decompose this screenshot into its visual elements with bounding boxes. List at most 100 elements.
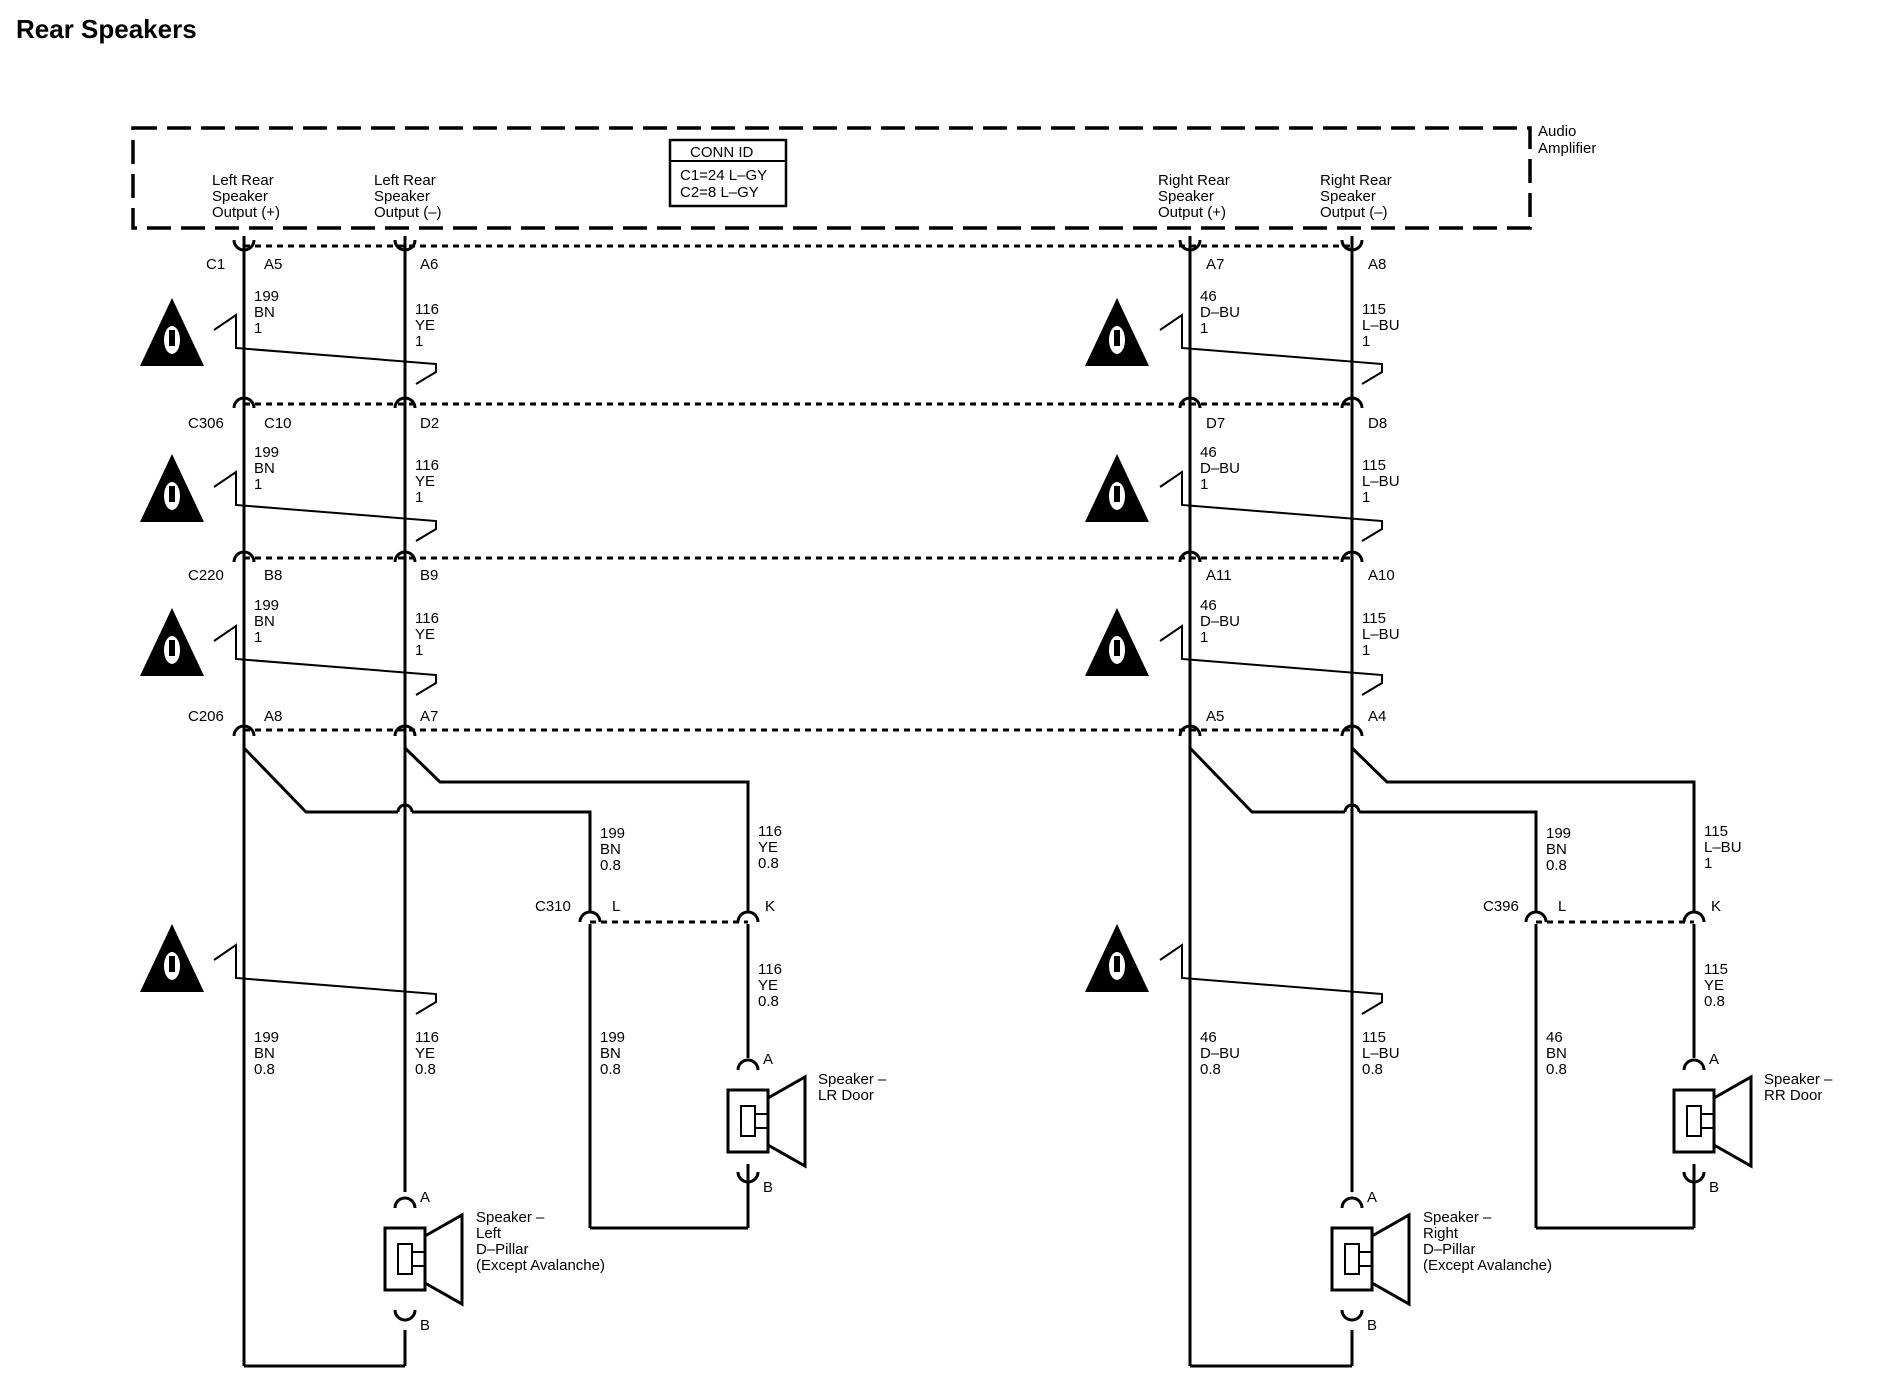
w199-c310-a: 199 xyxy=(600,1029,625,1046)
w116-3-c: 1 xyxy=(415,642,423,659)
w116-3-a: 116 xyxy=(415,610,439,627)
w199-br-b: BN xyxy=(600,841,621,858)
rr-pos-output-label: Right Rear Speaker Output (+) xyxy=(1158,172,1230,221)
w199-3-b: BN xyxy=(254,613,275,630)
conn-id-heading: CONN ID xyxy=(690,144,754,161)
w46-c396-c: 0.8 xyxy=(1546,1061,1567,1078)
spk-lp-pin-a: A xyxy=(420,1189,430,1206)
w115-1-b: L–BU xyxy=(1362,317,1400,334)
conn-id-box: CONN ID C1=24 L–GY C2=8 L–GY xyxy=(668,138,788,208)
warning-icon xyxy=(1085,608,1149,676)
w199r-br-c: 0.8 xyxy=(1546,857,1567,874)
w116-3-b: YE xyxy=(415,626,435,643)
w199-3-a: 199 xyxy=(254,597,279,614)
output-label-line: Speaker xyxy=(1320,188,1376,205)
spk-rrd-pin-a: A xyxy=(1709,1051,1719,1068)
label-line: LR Door xyxy=(818,1087,874,1104)
label-line: (Except Avalanche) xyxy=(476,1257,605,1274)
c310-c396-arcs xyxy=(578,910,1706,923)
amplifier-label-2: Amplifier xyxy=(1538,140,1596,157)
label-line: Speaker – xyxy=(1764,1071,1833,1088)
w115r-door-c: 0.8 xyxy=(1704,993,1725,1010)
w46-1-a: 46 xyxy=(1200,288,1217,305)
w116-1-c: 1 xyxy=(415,333,423,350)
w46-low-b: D–BU xyxy=(1200,1045,1240,1062)
speaker-rr-door-label: Speaker – RR Door xyxy=(1764,1071,1833,1104)
warning-icon xyxy=(1085,454,1149,522)
w116-2-b: YE xyxy=(415,473,435,490)
speaker-left-pillar-label: Speaker – Left D–Pillar (Except Avalanch… xyxy=(476,1209,605,1274)
c1-pin-4: A8 xyxy=(1368,256,1386,273)
label-line: Speaker – xyxy=(818,1071,887,1088)
w116-low-c: 0.8 xyxy=(415,1061,436,1078)
w199-br-a: 199 xyxy=(600,825,625,842)
right-branch-labels: 199 BN 0.8 115 L–BU 1 115 YE 0.8 46 D–BU… xyxy=(1200,823,1742,1078)
warning-icon xyxy=(140,608,204,676)
c396-pin-l: L xyxy=(1558,898,1566,915)
w116-br-a: 116 xyxy=(758,823,782,840)
w116-door-c: 0.8 xyxy=(758,993,779,1010)
label-line: Speaker – xyxy=(476,1209,545,1226)
w199-low-a: 199 xyxy=(254,1029,279,1046)
right-branch-wiring xyxy=(1188,746,1696,1368)
w115r-br-c: 1 xyxy=(1704,855,1712,872)
warning-icon xyxy=(140,924,204,992)
conn-id-line1: C1=24 L–GY xyxy=(680,167,767,184)
lr-neg-output-label: Left Rear Speaker Output (–) xyxy=(374,172,442,221)
wire-labels-seg3: 199 BN 1 116 YE 1 46 D–BU 1 115 L–BU 1 xyxy=(254,597,1400,659)
output-label-line: Output (–) xyxy=(1320,204,1388,221)
w116-low-b: YE xyxy=(415,1045,435,1062)
w46-2-a: 46 xyxy=(1200,444,1217,461)
spk-lrd-pin-a: A xyxy=(763,1051,773,1068)
w115-3-a: 115 xyxy=(1362,610,1386,627)
c206-pin-3: A5 xyxy=(1206,708,1224,725)
w115-2-a: 115 xyxy=(1362,457,1386,474)
c220-pin-1: B8 xyxy=(264,567,282,584)
w46-3-c: 1 xyxy=(1200,629,1208,646)
c310-pin-l: L xyxy=(612,898,620,915)
output-label-line: Output (+) xyxy=(1158,204,1226,221)
w199-br-c: 0.8 xyxy=(600,857,621,874)
label-line: D–Pillar xyxy=(476,1241,529,1258)
amplifier-box xyxy=(131,126,1532,230)
w46-low-c: 0.8 xyxy=(1200,1061,1221,1078)
rr-neg-output-label: Right Rear Speaker Output (–) xyxy=(1320,172,1392,221)
w46-3-b: D–BU xyxy=(1200,613,1240,630)
w115r-br-b: L–BU xyxy=(1704,839,1742,856)
left-branch-labels: 199 BN 0.8 116 YE 0.8 116 YE 0.8 199 BN … xyxy=(254,823,782,1078)
c220-name: C220 xyxy=(188,567,224,584)
spk-lrd-pin-b: B xyxy=(763,1179,773,1196)
spk-rrd-pin-b: B xyxy=(1709,1179,1719,1196)
w46-c396-b: BN xyxy=(1546,1045,1567,1062)
left-branch-wiring xyxy=(242,746,750,1368)
output-label-line: Left Rear xyxy=(212,172,274,189)
c306-name: C306 xyxy=(188,415,224,432)
w115-low-a: 115 xyxy=(1362,1029,1386,1046)
label-line: Left xyxy=(476,1225,502,1242)
c220-pin-2: B9 xyxy=(420,567,438,584)
twisted-pair-marks xyxy=(213,313,1383,1015)
speaker-rr-door-icon xyxy=(1672,1058,1753,1184)
w199-c310-c: 0.8 xyxy=(600,1061,621,1078)
w199r-br-b: BN xyxy=(1546,841,1567,858)
c306-pin-2: D2 xyxy=(420,415,439,432)
w199-c310-b: BN xyxy=(600,1045,621,1062)
w115-low-c: 0.8 xyxy=(1362,1061,1383,1078)
w115-3-c: 1 xyxy=(1362,642,1370,659)
c206-pin-1: A8 xyxy=(264,708,282,725)
output-label-line: Left Rear xyxy=(374,172,436,189)
c206-pin-2: A7 xyxy=(420,708,438,725)
c206-name: C206 xyxy=(188,708,224,725)
w115-1-c: 1 xyxy=(1362,333,1370,350)
c306-pin-1: C10 xyxy=(264,415,292,432)
label-line: (Except Avalanche) xyxy=(1423,1257,1552,1274)
warning-icon xyxy=(1085,924,1149,992)
conn-id-line2: C2=8 L–GY xyxy=(680,184,759,201)
c220-pin-3: A11 xyxy=(1206,567,1232,584)
w116-door-b: YE xyxy=(758,977,778,994)
label-line: RR Door xyxy=(1764,1087,1822,1104)
warning-icon xyxy=(140,454,204,522)
w116-low-a: 116 xyxy=(415,1029,439,1046)
w199-3-c: 1 xyxy=(254,629,262,646)
